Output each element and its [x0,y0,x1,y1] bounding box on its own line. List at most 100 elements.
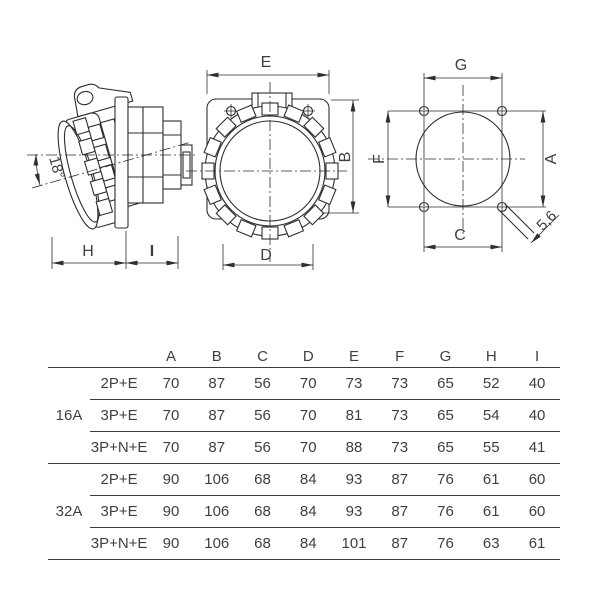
dimension-table: A B C D E F G H I 16A 2P+E 70 87 56 70 7… [48,345,560,560]
cell-value: 70 [148,367,194,400]
dim-label-h: H [82,243,94,260]
table-header-row: A B C D E F G H I [48,345,560,368]
rear-block-2-details [163,134,181,176]
cell-value: 60 [514,463,560,496]
e-extension-lines [206,70,330,94]
row-type: 2P+E [90,463,149,496]
dim-label-f: F [371,154,388,164]
group-label-16a: 16A [48,367,91,464]
row-type: 3P+N+E [90,431,149,464]
flange-plate-side [114,96,129,229]
cell-value: 90 [148,527,194,560]
cell-value: 70 [285,367,332,400]
panel-hole-bottom-left [418,201,430,213]
knurl-ring [201,102,339,240]
row-type: 3P+E [90,495,149,528]
cell-value: 56 [239,399,286,432]
cell-value: 73 [376,399,423,432]
cell-value: 93 [331,495,377,528]
cell-value: 76 [422,463,469,496]
cell-value: 60 [514,495,560,528]
col-header-f: F [376,345,423,368]
rear-construction-lines [388,73,546,252]
cell-value: 90 [148,463,194,496]
lug-hole [76,90,94,106]
cell-value: 106 [193,527,240,560]
cell-value: 76 [422,527,469,560]
dim-label-b: B [337,152,354,163]
cell-value: 65 [422,367,469,400]
cell-value: 87 [376,527,423,560]
cell-value: 87 [193,399,240,432]
dim-label-i: I [150,243,154,260]
col-header-e: E [331,345,377,368]
cell-value: 41 [514,431,560,464]
cell-value: 63 [468,527,515,560]
rear-block-3 [180,144,193,186]
dim-label-g: G [455,57,467,74]
cell-value: 87 [193,431,240,464]
dim-label-d: D [260,247,272,264]
hole-diameter-leader-lines [498,203,535,240]
dim-label-c: C [454,227,466,244]
cell-value: 55 [468,431,515,464]
hole-diameter-dim-line [530,214,560,244]
cell-value: 73 [376,431,423,464]
side-view: 18° H I [27,83,197,269]
col-header-h: H [468,345,515,368]
cell-value: 84 [285,527,332,560]
cell-value: 90 [148,495,194,528]
rear-view: G C F A 5,6 [368,57,560,252]
cell-value: 101 [331,527,377,560]
group-label-32a: 32A [48,463,91,560]
cell-value: 61 [468,495,515,528]
screw-hole-left [224,104,238,118]
cell-value: 73 [376,367,423,400]
cell-value: 106 [193,463,240,496]
cell-value: 84 [285,463,332,496]
knurl-pattern [72,117,122,217]
row-type: 3P+E [90,399,149,432]
cell-value: 40 [514,399,560,432]
cell-value: 56 [239,431,286,464]
cell-value: 70 [148,431,194,464]
cell-value: 70 [148,399,194,432]
cell-value: 68 [239,463,286,496]
table-row: 3P+N+E 70 87 56 70 88 73 65 55 41 [48,431,560,464]
row-type: 2P+E [90,367,149,400]
cell-value: 87 [193,367,240,400]
col-header-a: A [148,345,194,368]
cell-value: 68 [239,527,286,560]
cell-value: 81 [331,399,377,432]
cell-value: 52 [468,367,515,400]
col-header-g: G [422,345,469,368]
cell-value: 106 [193,495,240,528]
cell-value: 61 [468,463,515,496]
panel-hole-top-right [496,105,508,117]
cell-value: 73 [331,367,377,400]
dim-label-a: A [543,153,560,164]
cell-value: 65 [422,431,469,464]
panel-hole-bottom-right [496,201,508,213]
hole-diameter-label: 5,6 [533,207,560,234]
cell-value: 87 [376,495,423,528]
cell-value: 70 [285,399,332,432]
angle-label: 18° [45,154,68,180]
table-row: 3P+N+E 90 106 68 84 101 87 76 63 61 [48,527,560,560]
cell-value: 61 [514,527,560,560]
tilted-centerline [31,141,192,189]
dim-label-e: E [261,54,272,71]
cell-value: 68 [239,495,286,528]
cell-value: 87 [376,463,423,496]
panel-hole-top-left [418,105,430,117]
col-header-b: B [193,345,240,368]
cell-value: 70 [285,431,332,464]
col-header-c: C [239,345,286,368]
cell-value: 65 [422,399,469,432]
header-spacer [48,345,149,368]
col-header-i: I [514,345,560,368]
cell-value: 93 [331,463,377,496]
terminal-detail [182,151,191,179]
cell-value: 54 [468,399,515,432]
